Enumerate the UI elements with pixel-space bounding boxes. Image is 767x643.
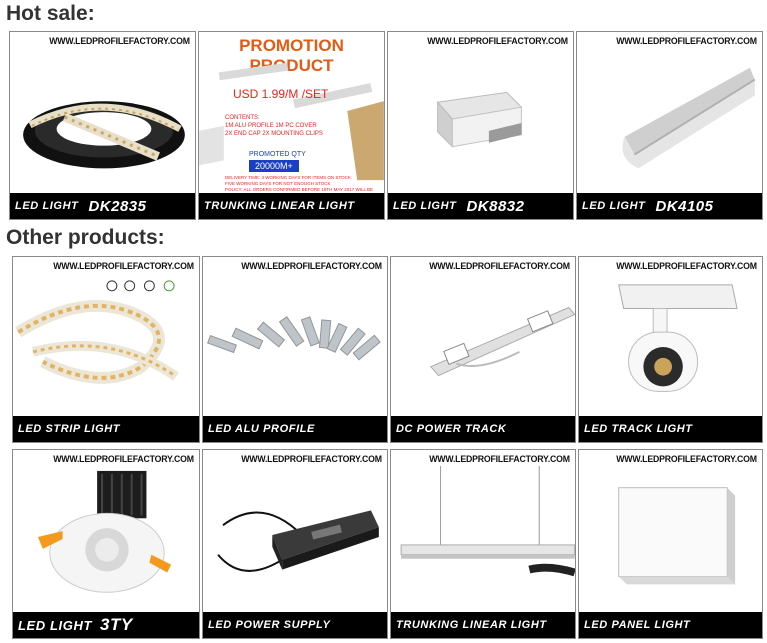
caption-bar: LED STRIP LIGHT	[13, 416, 199, 442]
caption-bar: TRUNKING LINEAR LIGHT	[199, 193, 384, 219]
product-tile-dk8832[interactable]: WWW.LEDPROFILEFACTORY.COM LED LIGHT DK88…	[387, 31, 574, 220]
watermark-url: WWW.LEDPROFILEFACTORY.COM	[427, 36, 568, 47]
promotion-qty-label: PROMOTED QTY	[249, 151, 306, 158]
led-strip-light-image	[13, 273, 199, 416]
promotion-line2: 2X END CAP 2X MOUNTING CLIPS	[225, 131, 323, 137]
product-tile-led-track-light[interactable]: WWW.LEDPROFILEFACTORY.COM LED TRACK LIGH…	[578, 256, 763, 443]
model-label: DK2835	[88, 197, 147, 215]
promotion-flyer: PROMOTION PRODUCT USD 1.99/M /SET CONTEN…	[199, 32, 384, 198]
promotion-price: USD 1.99/M /SET	[233, 87, 329, 101]
watermark-url: WWW.LEDPROFILEFACTORY.COM	[53, 261, 194, 272]
caption-bar: LED LIGHT 3TY	[13, 612, 199, 638]
promotion-line1: 1M ALU PROFILE 1M PC COVER	[225, 123, 317, 129]
caption-bar: DC POWER TRACK	[391, 416, 575, 442]
caption-label: TRUNKING LINEAR LIGHT	[204, 200, 355, 212]
alu-profile-dk4105-image	[577, 48, 762, 193]
product-tile-led-light-3ty[interactable]: WWW.LEDPROFILEFACTORY.COM LED LIGHT 3TY	[12, 449, 200, 639]
product-tile-dc-power-track[interactable]: WWW.LEDPROFILEFACTORY.COM DC POWER TRACK	[390, 256, 576, 443]
led-track-light-image	[579, 273, 762, 416]
product-tile-led-strip-dk2835[interactable]: WWW.LEDPROFILEFACTORY.COM LED LIGHT DK28…	[9, 31, 196, 220]
caption-label: LED PANEL LIGHT	[584, 619, 691, 631]
caption-label: LED LIGHT	[393, 200, 457, 212]
watermark-url: WWW.LEDPROFILEFACTORY.COM	[429, 454, 570, 465]
caption-bar: LED PANEL LIGHT	[579, 612, 762, 638]
led-panel-light-image	[579, 466, 762, 612]
model-label: 3TY	[100, 615, 133, 634]
caption-label: LED LIGHT	[582, 200, 646, 212]
dc-power-track-image	[391, 273, 575, 416]
trunking-linear-light-image	[391, 466, 575, 612]
caption-bar: LED LIGHT DK4105	[577, 193, 762, 219]
promotion-fine3: POLICY: ALL ORDERS CONFIRMED BEFORE 19TH…	[225, 187, 374, 192]
caption-label: TRUNKING LINEAR LIGHT	[396, 619, 547, 631]
caption-label: LED ALU PROFILE	[208, 423, 315, 435]
product-tile-led-alu-profile[interactable]: WWW.LEDPROFILEFACTORY.COM LED ALU PROFIL…	[202, 256, 388, 443]
promotion-fine1: DELIVERY TIME: 3 WORKING DAYS FOR ITEMS …	[225, 175, 351, 180]
product-tile-led-power-supply[interactable]: WWW.LEDPROFILEFACTORY.COM LED POWER SUPP…	[202, 449, 388, 639]
watermark-url: WWW.LEDPROFILEFACTORY.COM	[616, 261, 757, 272]
caption-label: DC POWER TRACK	[396, 423, 507, 435]
hot-sale-heading: Hot sale:	[6, 2, 95, 25]
watermark-url: WWW.LEDPROFILEFACTORY.COM	[616, 454, 757, 465]
alu-profile-dk8832-image	[388, 48, 573, 193]
led-power-supply-image	[203, 466, 387, 612]
product-tile-led-panel-light[interactable]: WWW.LEDPROFILEFACTORY.COM LED PANEL LIGH…	[578, 449, 763, 639]
caption-bar: LED LIGHT DK8832	[388, 193, 573, 219]
watermark-url: WWW.LEDPROFILEFACTORY.COM	[53, 454, 194, 465]
promotion-qty: 20000M+	[249, 160, 299, 172]
led-downlight-image	[13, 466, 199, 612]
product-tile-promotion[interactable]: PROMOTION PRODUCT USD 1.99/M /SET CONTEN…	[198, 31, 385, 220]
watermark-url: WWW.LEDPROFILEFACTORY.COM	[241, 454, 382, 465]
watermark-url: WWW.LEDPROFILEFACTORY.COM	[616, 36, 757, 47]
caption-label: LED LIGHT	[15, 200, 79, 212]
caption-bar: TRUNKING LINEAR LIGHT	[391, 612, 575, 638]
other-products-heading: Other products:	[6, 226, 165, 249]
promotion-contents: CONTENTS:	[225, 115, 260, 121]
watermark-url: WWW.LEDPROFILEFACTORY.COM	[49, 36, 190, 47]
watermark-url: WWW.LEDPROFILEFACTORY.COM	[429, 261, 570, 272]
caption-bar: LED POWER SUPPLY	[203, 612, 387, 638]
product-tile-dk4105[interactable]: WWW.LEDPROFILEFACTORY.COM LED LIGHT DK41…	[576, 31, 763, 220]
caption-bar: LED ALU PROFILE	[203, 416, 387, 442]
promotion-fine2: FIVE WORKING DAYS FOR NOT ENOUGH STOCK	[225, 181, 331, 186]
led-alu-profile-image	[203, 273, 387, 416]
watermark-url: WWW.LEDPROFILEFACTORY.COM	[241, 261, 382, 272]
caption-label: LED STRIP LIGHT	[18, 423, 121, 435]
caption-label: LED TRACK LIGHT	[584, 423, 693, 435]
caption-bar: LED TRACK LIGHT	[579, 416, 762, 442]
model-label: DK8832	[466, 197, 525, 215]
product-tile-trunking-linear-light[interactable]: WWW.LEDPROFILEFACTORY.COM TRUNKING LINEA…	[390, 449, 576, 639]
caption-label: LED LIGHT	[18, 617, 93, 633]
product-tile-led-strip-light[interactable]: WWW.LEDPROFILEFACTORY.COM LED STRIP LIGH…	[12, 256, 200, 443]
caption-label: LED POWER SUPPLY	[208, 619, 331, 631]
caption-bar: LED LIGHT DK2835	[10, 193, 195, 219]
model-label: DK4105	[655, 197, 714, 215]
led-strip-reel-image	[10, 48, 195, 193]
